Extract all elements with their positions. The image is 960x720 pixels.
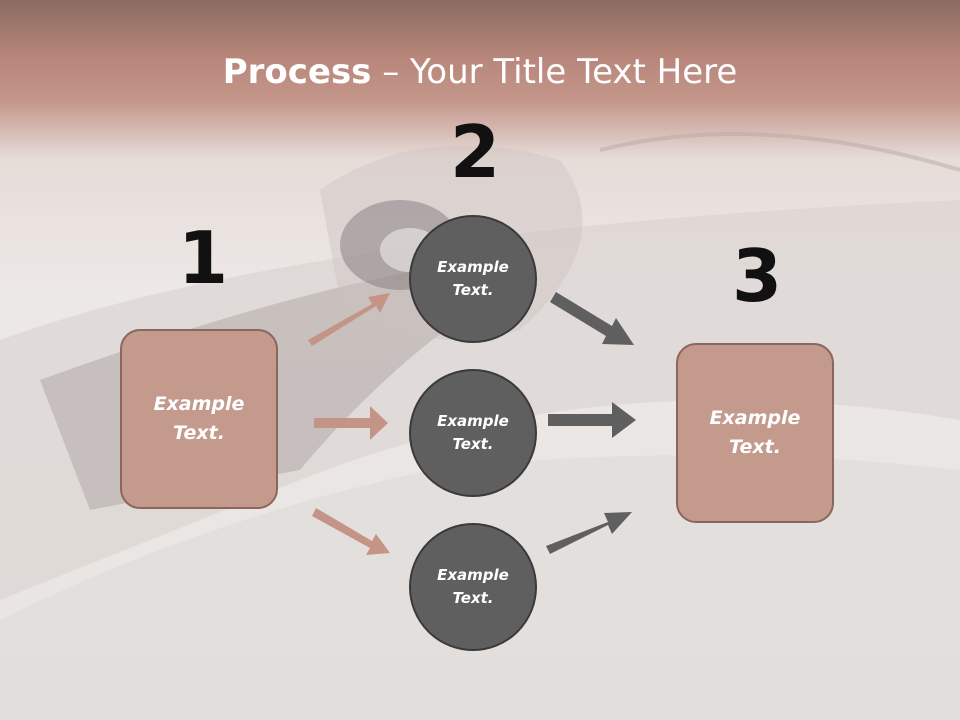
step-number-1: 1 — [178, 216, 229, 300]
arrow-bottom-to-right — [546, 512, 632, 554]
title-bold: Process — [222, 52, 372, 92]
left-box-line1: Example — [153, 393, 245, 415]
title-rest: – Your Title Text Here — [371, 52, 738, 92]
right-box-line2: Text. — [729, 436, 781, 458]
left-box-line2: Text. — [173, 422, 225, 444]
bottom-circle-line2: Text. — [452, 589, 494, 607]
right-box-line1: Example — [709, 407, 801, 429]
step-number-2: 2 — [450, 110, 501, 194]
slide-title: Process – Your Title Text Here — [0, 52, 960, 92]
arrow-top-to-right — [550, 292, 634, 345]
arrow-left-to-top — [308, 293, 390, 346]
middle-circle-line2: Text. — [452, 435, 494, 453]
bottom-circle-line1: Example — [437, 566, 509, 584]
top-circle-line1: Example — [437, 258, 509, 276]
top-circle-line2: Text. — [452, 281, 494, 299]
middle-circle-line1: Example — [437, 412, 509, 430]
arrow-middle-to-right — [548, 402, 636, 438]
arrow-left-to-bottom — [312, 508, 390, 555]
arrow-left-to-middle — [314, 406, 388, 440]
step-number-3: 3 — [732, 234, 783, 318]
